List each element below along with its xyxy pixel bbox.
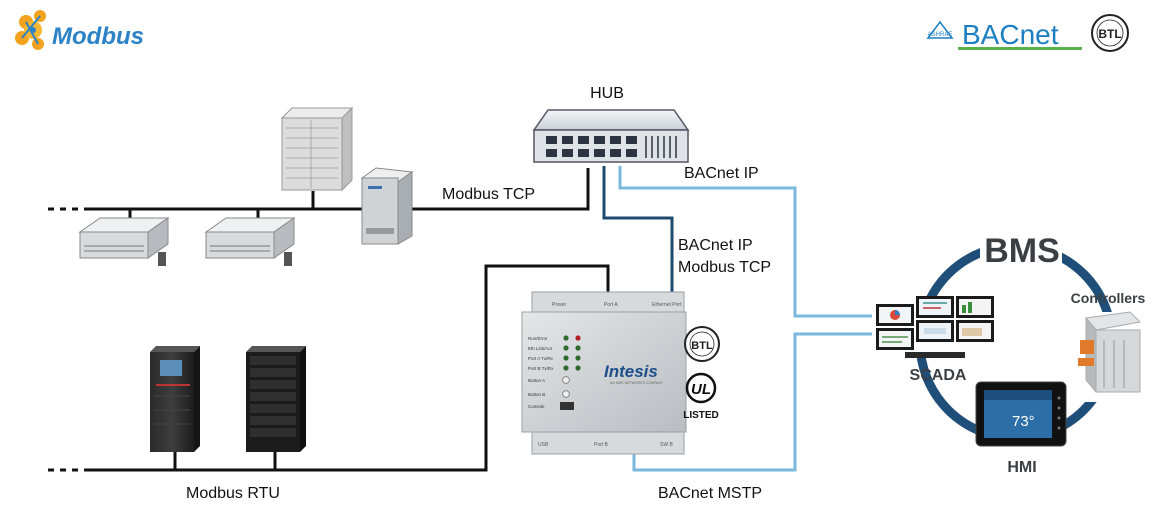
modbus-logo: Modbus: [15, 10, 144, 50]
modbus-rtu-bus: [84, 264, 610, 472]
scada-label: SCADA: [910, 367, 967, 384]
gateway-led-label-2: Port A Tx/Rx: [528, 356, 554, 361]
modbus-rtu-label: Modbus RTU: [186, 485, 280, 502]
modbus-gateway-small: [360, 167, 414, 245]
bacnet-mstp-label: BACnet MSTP: [658, 485, 762, 502]
gateway-top-label-ethernet: Ethernet Port: [652, 302, 682, 308]
indoor-duct-unit-1: [78, 217, 170, 266]
gateway-led-label-1: Eth Link/Act: [528, 346, 553, 351]
hmi-touch-panel: 73°: [975, 381, 1067, 447]
indoor-duct-unit-2: [204, 217, 296, 266]
ul-listed-icon: UL LISTED: [683, 372, 719, 421]
hub-gateway-link: [602, 166, 674, 292]
outdoor-vrf-unit: [280, 106, 354, 192]
scada-monitors: [872, 296, 996, 358]
btl-logo-icon: BTL: [1091, 14, 1129, 52]
plc-controllers: [1070, 311, 1142, 402]
modbus-tcp-gateway-label: Modbus TCP: [678, 259, 771, 276]
gateway-bottom-label-usb: USB: [538, 442, 549, 448]
hmi-label: HMI: [1007, 459, 1036, 476]
gateway-tagline: AN HMS NETWORKS COMPANY: [610, 381, 664, 385]
bacnet-ip-link: [618, 166, 878, 318]
wires: [48, 166, 878, 472]
gateway-top-label-power: Power: [552, 302, 567, 308]
bacnet-mstp-link: [632, 332, 878, 472]
ashrae-label: ASHRAE: [928, 32, 953, 38]
gateway-led-label-4: Button A: [528, 378, 545, 383]
ul-mark-text: UL: [691, 381, 711, 398]
hub-label: HUB: [590, 85, 624, 102]
modbus-tcp-label: Modbus TCP: [442, 186, 535, 203]
controllers-label: Controllers: [1071, 290, 1146, 306]
bms-title: BMS: [984, 232, 1060, 270]
bacnet-logo: ASHRAE BACnet BTL: [926, 14, 1129, 52]
server-rack: [246, 346, 306, 452]
intesis-gateway: Power Port A Ethernet Port Run/Error Eth…: [521, 291, 687, 455]
gateway-top-label-porta: Port A: [604, 302, 618, 308]
gateway-led-label-6: Console: [528, 404, 545, 409]
gateway-led-indicators: [560, 335, 581, 410]
bacnet-ip-gateway-label: BACnet IP: [678, 237, 753, 254]
btl-certification-icon: BTL: [684, 326, 720, 362]
ashrae-icon: ASHRAE: [926, 20, 954, 39]
btl-certification-text: BTL: [691, 340, 713, 352]
modbus-logo-text: Modbus: [52, 23, 144, 50]
bacnet-logo-text: BACnet: [962, 19, 1059, 50]
gateway-bottom-label-portb: Port B: [594, 442, 609, 448]
gateway-led-label-5: Button B: [528, 392, 545, 397]
ul-listed-text: LISTED: [683, 410, 719, 421]
modbus-tcp-bus: [84, 168, 590, 211]
gateway-led-label-0: Run/Error: [528, 336, 548, 341]
modbus-logo-icon: [15, 10, 46, 50]
gateway-brand: Intesis: [604, 362, 658, 381]
gateway-bottom-label-swb: SW B: [660, 442, 673, 448]
bacnet-ip-top-label: BACnet IP: [684, 165, 759, 182]
hub-device: [532, 109, 690, 163]
hmi-temperature: 73°: [1012, 413, 1035, 430]
ups-cabinet: [150, 346, 200, 452]
btl-logo-text: BTL: [1098, 27, 1121, 41]
gateway-led-label-3: Port B Tx/Rx: [528, 366, 554, 371]
